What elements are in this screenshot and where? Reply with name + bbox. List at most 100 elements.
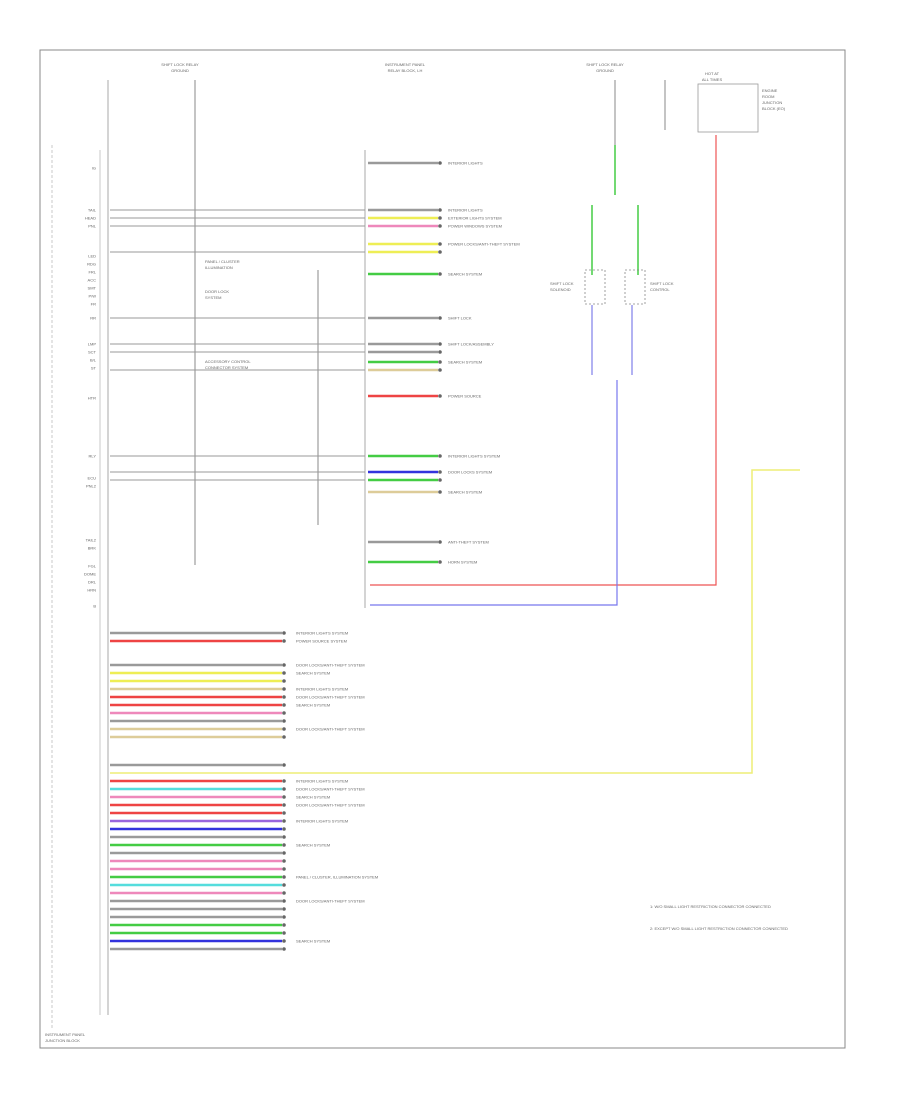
connector-dot bbox=[282, 679, 286, 683]
header-left-line1: SHIFT LOCK RELAY bbox=[161, 62, 199, 67]
connector-dot bbox=[282, 931, 286, 935]
mid-note-3: DOOR LOCK bbox=[205, 289, 229, 294]
circuit-label: ANTI-THEFT SYSTEM bbox=[448, 540, 489, 545]
mid-note-5: ACCESSORY CONTROL bbox=[205, 359, 251, 364]
header-right-line2: GROUND bbox=[596, 68, 614, 73]
red-return-wire bbox=[370, 135, 717, 586]
connector-dot bbox=[282, 779, 286, 783]
circuit-label: DOOR LOCKS/ANTI-THEFT SYSTEM bbox=[296, 787, 365, 792]
header-center-line2: RELAY BLOCK, LH bbox=[388, 68, 423, 73]
right-note-1: SHIFT LOCK bbox=[550, 281, 574, 286]
connector-dot bbox=[282, 803, 286, 807]
connector-dot bbox=[282, 687, 286, 691]
circuit-label: SEARCH SYSTEM bbox=[296, 795, 330, 800]
mid-note-6: CONNECTOR SYSTEM bbox=[205, 365, 248, 370]
yellow-return-wire bbox=[110, 469, 800, 774]
pin-label: FRL bbox=[88, 270, 96, 275]
connector-dot bbox=[282, 851, 286, 855]
connector-dot bbox=[438, 250, 442, 254]
farright-note-1: ENGINE bbox=[762, 88, 778, 93]
connector-dot bbox=[282, 819, 286, 823]
pin-label: IG bbox=[92, 166, 96, 171]
connector-dot bbox=[282, 787, 286, 791]
connector-dot bbox=[282, 883, 286, 887]
farright-note-2: ROOM bbox=[762, 94, 774, 99]
connector-dot bbox=[438, 490, 442, 494]
circuit-label: POWER SOURCE SYSTEM bbox=[296, 639, 347, 644]
circuit-label: EXTERIOR LIGHTS SYSTEM bbox=[448, 216, 502, 221]
circuit-label: SEARCH SYSTEM bbox=[296, 671, 330, 676]
pin-label: SMT bbox=[88, 286, 97, 291]
mid-note-1: PANEL / CLUSTER bbox=[205, 259, 240, 264]
connector-dot bbox=[282, 859, 286, 863]
connector-dot bbox=[438, 470, 442, 474]
connector-dot bbox=[282, 811, 286, 815]
legend-2: 2: EXCEPT W/O SMALL LIGHT RESTRICTION CO… bbox=[650, 926, 788, 931]
pin-label: FR bbox=[91, 302, 96, 307]
right-note-4: CONTROL bbox=[650, 287, 670, 292]
circuit-label: DOOR LOCKS/ANTI-THEFT SYSTEM bbox=[296, 899, 365, 904]
circuit-label: INTERIOR LIGHTS bbox=[448, 208, 483, 213]
circuit-label: SEARCH SYSTEM bbox=[448, 490, 482, 495]
connector-dot bbox=[438, 560, 442, 564]
diagram-frame bbox=[39, 49, 846, 1049]
circuit-label: INTERIOR LIGHTS SYSTEM bbox=[296, 779, 348, 784]
pin-label: DRL bbox=[88, 580, 97, 585]
circuit-label: SEARCH SYSTEM bbox=[296, 703, 330, 708]
connector-dot bbox=[282, 763, 286, 767]
connector-dot bbox=[438, 394, 442, 398]
connector-dot bbox=[438, 454, 442, 458]
circuit-label: DOOR LOCKS/ANTI-THEFT SYSTEM bbox=[296, 803, 365, 808]
circuit-label: DOOR LOCKS/ANTI-THEFT SYSTEM bbox=[296, 727, 365, 732]
pin-label: B bbox=[93, 604, 96, 609]
circuit-label: POWER SOURCE bbox=[448, 394, 482, 399]
header-left-line2: GROUND bbox=[171, 68, 189, 73]
pin-label: BRK bbox=[88, 546, 97, 551]
pin-label: ACC bbox=[88, 278, 97, 283]
connector-dot bbox=[438, 368, 442, 372]
connector-dot bbox=[438, 478, 442, 482]
connector-dot bbox=[282, 939, 286, 943]
mid-note-4: SYSTEM bbox=[205, 295, 221, 300]
pin-label: PNL2 bbox=[86, 484, 97, 489]
connector-dot bbox=[282, 923, 286, 927]
circuit-label: SHIFT LOCK bbox=[448, 316, 472, 321]
pin-label: LED bbox=[88, 254, 96, 259]
connector-dot bbox=[282, 867, 286, 871]
connector-dot bbox=[282, 827, 286, 831]
connector-dot bbox=[282, 639, 286, 643]
pin-label: B/L bbox=[90, 358, 97, 363]
circuit-label: HORN SYSTEM bbox=[448, 560, 477, 565]
pin-label: RDG bbox=[87, 262, 96, 267]
circuit-label: DOOR LOCKS SYSTEM bbox=[448, 470, 492, 475]
connector-dot bbox=[438, 224, 442, 228]
connector-dot bbox=[438, 316, 442, 320]
pin-label: DOME bbox=[84, 572, 96, 577]
farright-note-4: BLOCK (EO) bbox=[762, 106, 786, 111]
pin-label: HEAD bbox=[85, 216, 96, 221]
connector-dot bbox=[438, 350, 442, 354]
connector-dot bbox=[438, 242, 442, 246]
pin-label: HTR bbox=[88, 396, 96, 401]
legend-1: 1: W/O SMALL LIGHT RESTRICTION CONNECTOR… bbox=[650, 904, 771, 909]
connector-dot bbox=[282, 907, 286, 911]
circuit-label: DOOR LOCKS/ANTI-THEFT SYSTEM bbox=[296, 695, 365, 700]
circuit-label: DOOR LOCKS/ANTI-THEFT SYSTEM bbox=[296, 663, 365, 668]
right-note-3: SHIFT LOCK bbox=[650, 281, 674, 286]
connector-dot bbox=[282, 711, 286, 715]
connector-dot bbox=[438, 360, 442, 364]
connector-dot bbox=[282, 735, 286, 739]
connector-dot bbox=[438, 342, 442, 346]
pin-label: RLY bbox=[89, 454, 97, 459]
circuit-label: SHIFT LOCK/ASSEMBLY bbox=[448, 342, 494, 347]
circuit-label: INTERIOR LIGHTS bbox=[448, 161, 483, 166]
pin-label: ECU bbox=[88, 476, 97, 481]
connector-dot bbox=[282, 719, 286, 723]
circuit-label: SEARCH SYSTEM bbox=[296, 843, 330, 848]
header-center-line1: INSTRUMENT PANEL bbox=[385, 62, 426, 67]
right-note-2: SOLENOID bbox=[550, 287, 571, 292]
connector-dot bbox=[282, 695, 286, 699]
connector-dot bbox=[282, 663, 286, 667]
bottom-label-2: JUNCTION BLOCK bbox=[45, 1038, 80, 1043]
